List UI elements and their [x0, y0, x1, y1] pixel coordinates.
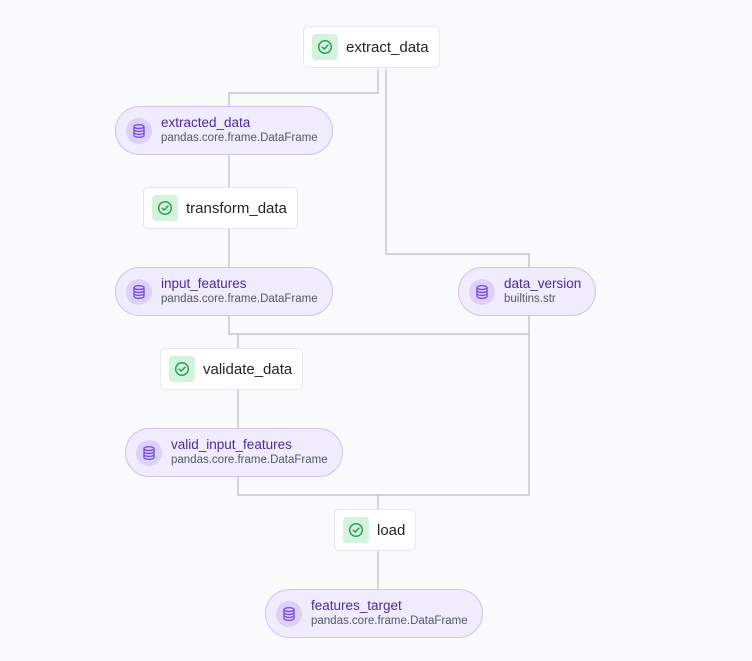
asset-name: features_target [311, 598, 402, 613]
asset-type: builtins.str [504, 293, 556, 306]
asset-node-valid-input-features[interactable]: valid_input_features pandas.core.frame.D… [125, 428, 343, 477]
asset-type: pandas.core.frame.DataFrame [171, 454, 328, 467]
task-node-extract-data[interactable]: extract_data [303, 26, 440, 68]
edge-valid-input-features-to-load [237, 477, 379, 509]
asset-type: pandas.core.frame.DataFrame [161, 293, 318, 306]
check-circle-icon [169, 356, 195, 382]
task-node-validate-data[interactable]: validate_data [160, 348, 304, 390]
task-label: extract_data [346, 38, 429, 56]
check-circle-icon [152, 195, 178, 221]
task-node-load[interactable]: load [334, 509, 417, 551]
task-label: transform_data [186, 199, 287, 217]
edge-extract-data-to-extracted-data [228, 69, 379, 106]
task-node-transform-data[interactable]: transform_data [143, 187, 298, 229]
check-circle-icon [343, 517, 369, 543]
task-label: load [377, 521, 406, 539]
asset-type: pandas.core.frame.DataFrame [161, 132, 318, 145]
asset-node-data-version[interactable]: data_version builtins.str [458, 267, 597, 316]
database-icon [136, 439, 162, 466]
database-icon [276, 600, 302, 627]
asset-name: input_features [161, 276, 247, 291]
database-icon [126, 278, 152, 305]
edge-extract-data-to-data-version [385, 69, 530, 267]
edge-data-version-to-validate-data [238, 316, 530, 335]
asset-name: extracted_data [161, 115, 251, 130]
asset-node-features-target[interactable]: features_target pandas.core.frame.DataFr… [265, 589, 483, 638]
edge-input-features-to-validate-data [228, 316, 239, 348]
database-icon [126, 117, 152, 144]
database-icon [469, 278, 495, 305]
edge-data-version-to-load [378, 334, 530, 496]
asset-node-input-features[interactable]: input_features pandas.core.frame.DataFra… [115, 267, 333, 316]
asset-type: pandas.core.frame.DataFrame [311, 615, 468, 628]
task-label: validate_data [203, 360, 293, 378]
asset-node-extracted-data[interactable]: extracted_data pandas.core.frame.DataFra… [115, 106, 333, 155]
check-circle-icon [312, 34, 338, 60]
asset-name: valid_input_features [171, 437, 292, 452]
asset-name: data_version [504, 276, 582, 291]
